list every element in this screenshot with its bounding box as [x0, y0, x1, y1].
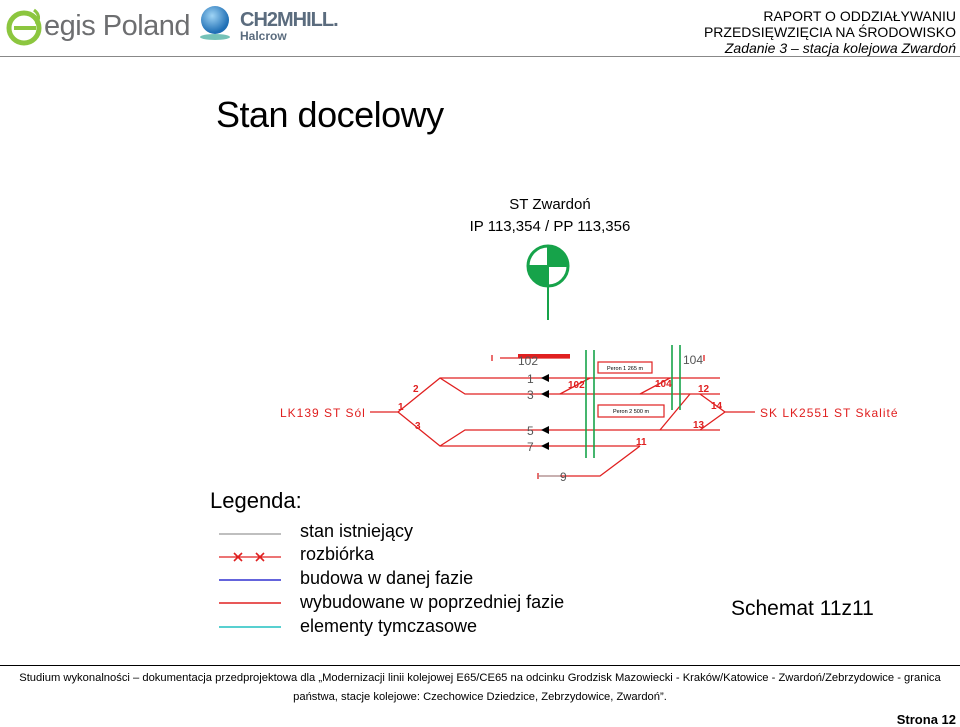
egis-logo-text: egis Poland — [44, 10, 191, 42]
switch-label-14: 14 — [711, 401, 723, 412]
track-diagram: Peron 1 265 m Peron 2 500 m LK139 ST Sól… — [219, 244, 899, 628]
egis-e-icon — [6, 8, 42, 46]
switch-label-2: 2 — [413, 384, 419, 395]
legend-item-existing: stan istniejący — [300, 521, 414, 541]
ch2m-globe-icon — [200, 6, 230, 40]
report-title-block: RAPORT O ODDZIAŁYWANIU PRZEDSIĘWZIĘCIA N… — [704, 8, 956, 56]
legend-title: Legenda: — [210, 488, 302, 513]
footer-line-2: państwa, stacje kolejowe: Czechowice Dzi… — [293, 691, 667, 703]
header-divider — [0, 56, 960, 57]
page-header: egis Poland CH2MHILL. Halcrow RAPORT O O… — [0, 0, 960, 56]
report-line-3: Zadanie 3 – stacja kolejowa Zwardoń — [724, 40, 956, 56]
platform-2-label: Peron 2 500 m — [613, 409, 649, 415]
switch-label-11: 11 — [636, 437, 647, 448]
station-name: ST Zwardoń — [509, 196, 591, 213]
egis-logo: egis Poland — [6, 6, 191, 46]
legend-item-new: budowa w danej fazie — [300, 568, 474, 588]
switch-label-102b: 102 — [568, 380, 585, 391]
track-label-102a: 102 — [518, 354, 538, 368]
crossing-structures — [585, 345, 681, 458]
legend-swatches — [219, 533, 281, 628]
track-label-7: 7 — [527, 440, 534, 454]
station-kilometer: IP 113,354 / PP 113,356 — [469, 218, 631, 235]
left-line-name: LK139 ST Sól — [280, 406, 366, 420]
switch-label-104b: 104 — [655, 379, 672, 390]
track-label-5: 5 — [527, 424, 534, 438]
halcrow-logo-text: Halcrow — [240, 29, 287, 43]
platform-2: Peron 2 500 m — [597, 404, 665, 418]
switch-label-1: 1 — [398, 402, 404, 413]
platform-1-label: Peron 1 265 m — [607, 366, 643, 372]
track-lines — [370, 354, 755, 479]
signal-arrows — [541, 374, 549, 450]
page-title: Stan docelowy — [216, 94, 444, 135]
legend-item-previous: wybudowane w poprzedniej fazie — [300, 592, 565, 612]
right-line-name: SK LK2551 ST Skalité — [760, 406, 899, 420]
footer-line-1: Studium wykonalności – dokumentacja prze… — [19, 672, 941, 684]
page-number: Strona 12 — [896, 712, 956, 727]
platform-1: Peron 1 265 m — [597, 361, 653, 374]
station-symbol-icon — [526, 244, 570, 288]
footer-divider — [0, 665, 960, 666]
report-line-2: PRZEDSIĘWZIĘCIA NA ŚRODOWISKO — [703, 24, 956, 40]
track-label-1: 1 — [527, 372, 534, 386]
demolition-cross-icon — [233, 552, 265, 562]
legend-item-temporary: elementy tymczasowe — [300, 616, 478, 636]
track-label-3: 3 — [527, 388, 534, 402]
switch-label-13: 13 — [693, 420, 705, 431]
switch-label-12: 12 — [698, 384, 710, 395]
switch-label-3: 3 — [415, 421, 421, 432]
report-line-1: RAPORT O ODDZIAŁYWANIU — [763, 8, 956, 24]
schema-label: Schemat 11z11 — [731, 597, 874, 620]
legend-item-demolition: rozbiórka — [300, 544, 375, 564]
ch2m-logo-text: CH2MHILL. — [240, 9, 339, 31]
track-label-104a: 104 — [683, 353, 703, 367]
track-label-9: 9 — [560, 470, 567, 484]
